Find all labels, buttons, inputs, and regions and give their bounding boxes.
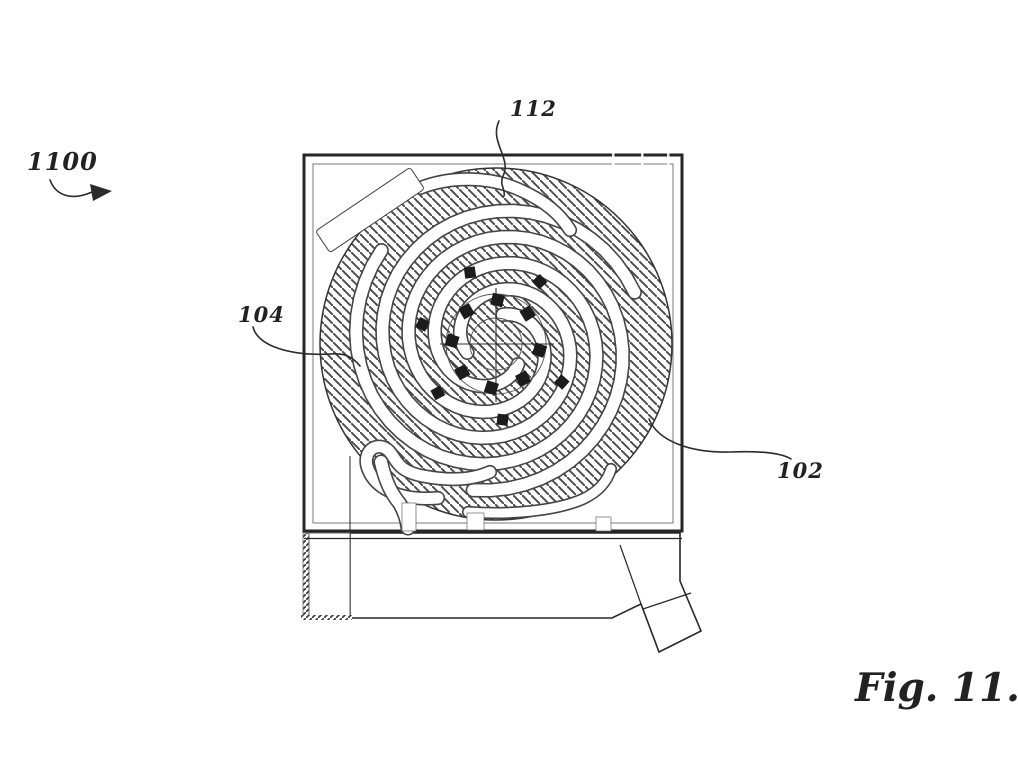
ref-label-1100: 1100 xyxy=(27,147,98,176)
base-left-strip xyxy=(302,532,310,617)
arm-left-edge xyxy=(619,544,642,605)
annotations: 1100 112 104 102 Fig. 11. xyxy=(27,96,1018,711)
figure-caption: Fig. 11. xyxy=(854,665,1018,711)
top-slot-3 xyxy=(667,153,670,181)
leader-line-102 xyxy=(648,418,792,460)
hub-assembly xyxy=(415,266,570,426)
housing-inner-frame xyxy=(312,163,674,524)
channel-white xyxy=(463,464,616,518)
ref-label-112: 112 xyxy=(510,96,557,121)
leader-line-1100 xyxy=(49,179,93,198)
bearing-square xyxy=(430,385,446,401)
housing-square xyxy=(302,153,684,533)
bearing-squares xyxy=(415,266,570,426)
bearing-square xyxy=(415,316,430,332)
bottom-slot-c xyxy=(595,516,612,532)
base-and-arm-outline xyxy=(349,532,703,654)
bearing-square xyxy=(483,380,499,396)
channel-white xyxy=(376,205,641,444)
leader-line-112 xyxy=(495,120,506,197)
bearing-square xyxy=(458,303,475,320)
bearing-square xyxy=(531,342,548,358)
ref-label-104: 104 xyxy=(238,302,285,327)
bearing-square xyxy=(531,273,548,290)
bearing-square xyxy=(444,333,460,349)
arm-transverse-line xyxy=(642,592,692,610)
arrowhead-icon xyxy=(90,184,112,201)
top-slot-2 xyxy=(641,153,644,189)
channel-white xyxy=(414,173,576,236)
bearing-square xyxy=(496,413,509,426)
ref-label-102: 102 xyxy=(777,458,824,483)
base-white-column xyxy=(308,532,351,617)
bearing-square xyxy=(519,305,536,322)
base-block xyxy=(301,532,703,654)
bearing-square xyxy=(515,370,532,387)
top-slot-1 xyxy=(612,153,615,183)
bearing-square xyxy=(490,292,505,308)
inlet-slot xyxy=(316,168,424,252)
bottom-slot-b xyxy=(466,512,485,531)
bearing-square xyxy=(463,266,477,279)
base-foot-line xyxy=(301,615,352,620)
bottom-slot-a xyxy=(401,502,417,532)
bearing-square xyxy=(454,364,471,381)
bearing-square xyxy=(554,374,570,390)
leader-line-104 xyxy=(252,326,361,367)
